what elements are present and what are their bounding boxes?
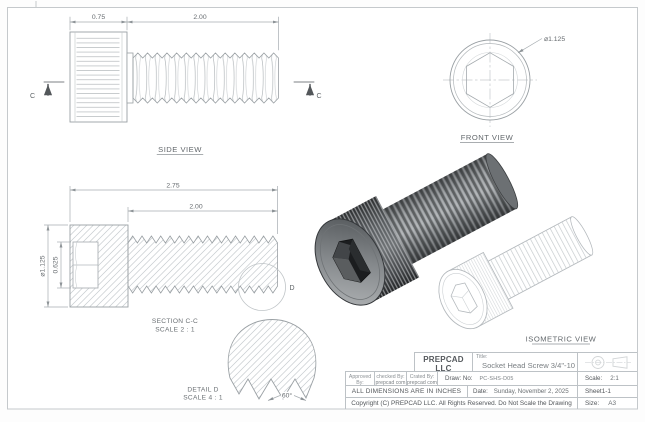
size-label: Size: [585,400,600,407]
screw-render-outline [438,216,594,330]
created-by-cell: Crated By: prepcad com [406,371,437,385]
dim-thread-length: 2.00 [193,14,206,21]
screw-render-shaded [314,153,519,306]
section-view-label: SECTION C-C [152,318,198,325]
company-name: PREPCAD LLC [423,355,464,371]
date-cell: Date: Sunday, November 2, 2025 [467,385,577,397]
title-block: PREPCAD LLC www.prepcad.com Title: Socke… [345,352,637,409]
section-dimensions [44,186,278,308]
drawing-title: Socket Head Screw 3/4"-10 [482,361,576,370]
socket-recess [72,241,99,289]
section-marker-right: C [293,81,322,100]
section-letter: C [317,93,322,100]
third-angle-projection-icon [584,355,631,369]
section-marker-left: C [30,81,65,100]
dim-section-thread-length: 2.00 [189,204,202,211]
thread-profile [132,52,279,104]
dim-head-width: 0.75 [92,14,105,21]
company-cell: PREPCAD LLC www.prepcad.com [414,352,472,371]
created-by-label: Crated By: [409,373,435,380]
side-view-label: SIDE VIEW [158,145,202,154]
section-scale-label: SCALE 2 : 1 [155,327,195,334]
approved-by-label: Approved By: [348,373,372,386]
detail-letter: D [290,285,295,292]
side-dimensions [69,16,279,51]
projection-symbol-cell [577,352,637,371]
created-by-value: prepcad com [407,380,437,385]
dim-section-head-diameter: ⌀1.125 [40,255,47,276]
drawing-number-label: Draw: No: [445,375,473,382]
drawing-number-cell: Draw: No: PC-SHS-D05 [437,371,577,385]
date-value: Sunday, November 2, 2025 [493,388,569,395]
front-view-label: FRONT VIEW [461,133,514,142]
title-cell: Title: Socket Head Screw 3/4"-10 [472,352,577,371]
knurl-pattern [75,35,122,119]
detail-callout-circle [238,263,286,311]
approved-by-cell: Approved By: prepcad com [345,371,374,385]
hex-socket-3d-outline [450,282,478,314]
isometric-view-label: ISOMETRIC VIEW [526,335,597,344]
units-note: ALL DIMENSIONS ARE IN INCHES [345,385,467,397]
detail-view: 60° DETAIL D SCALE 4 : 1 [183,319,317,402]
scale-cell: Scale: 2:1 [577,371,637,385]
scale-label: Scale: [585,375,603,382]
checked-by-value: prepcad com [375,380,406,385]
drawing-number-value: PC-SHS-D05 [479,375,514,382]
size-value: A3 [608,400,617,407]
front-view: ⌀1.125 FRONT VIEW [443,33,567,143]
dim-overall-length: 2.75 [166,183,179,190]
section-view: 2.75 2.00 ⌀1.125 0.625 D SECTION C-C SCA… [38,181,295,334]
isometric-view: ISOMETRIC VIEW [314,153,597,345]
checked-by-cell: checked By: prepcad com [374,371,406,385]
side-view: 0.75 2.00 C C SIDE VIEW [30,13,322,155]
dim-thread-angle: 60° [282,392,293,400]
title-label: Title: [476,354,488,360]
dim-socket-width: 0.625 [53,256,60,273]
date-label: Date: [473,388,488,395]
diameter-leader [517,38,543,54]
detail-scale-label: SCALE 4 : 1 [183,395,223,402]
detail-view-label: DETAIL D [187,387,218,394]
checked-by-label: checked By: [376,373,405,380]
copyright-note: Copyright (C) PREPCAD LLC. All Rights Re… [345,397,577,409]
detail-thread-blob [227,319,317,400]
section-letter: C [30,93,35,100]
size-cell: Size: A3 [577,397,637,409]
dim-head-diameter: ⌀1.125 [544,36,565,43]
hex-socket-outline [465,52,514,108]
scale-value: 2:1 [610,375,619,382]
sheet-number: Sheet1-1 [577,385,637,397]
